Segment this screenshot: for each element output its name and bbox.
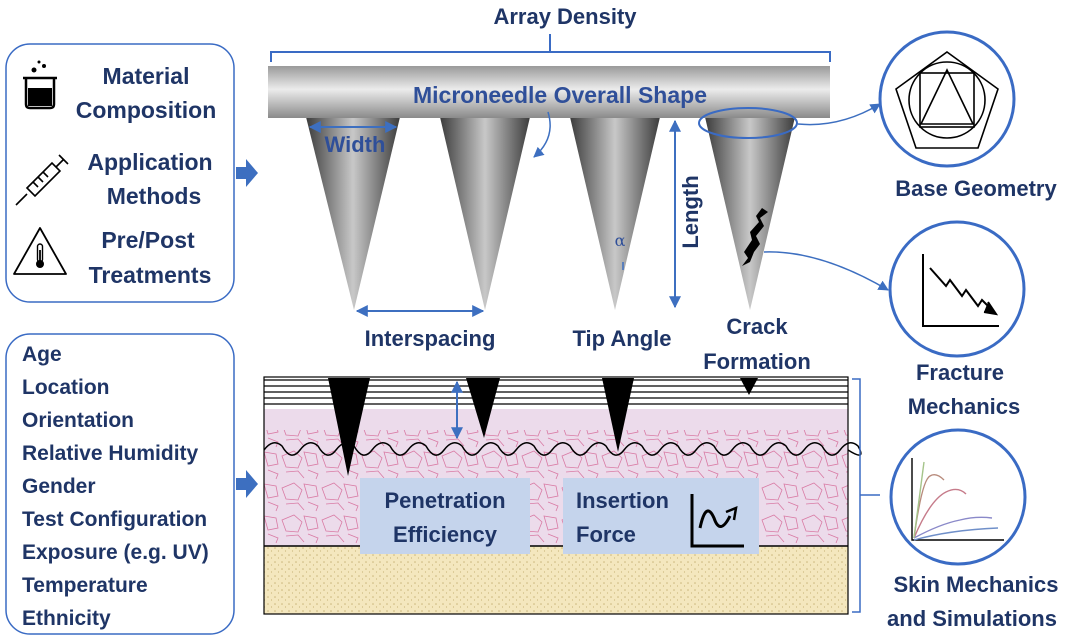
penetration-label: Penetration — [384, 488, 505, 513]
base-geometry-connector — [797, 103, 881, 126]
curves-plot-icon — [911, 458, 1004, 541]
factor-item: Temperature — [22, 574, 148, 597]
syringe-icon — [15, 154, 69, 206]
needle — [705, 117, 795, 310]
fracture-label: Fracture — [916, 360, 1004, 385]
factor-item: Exposure (e.g. UV) — [22, 541, 209, 564]
factors-bottom-box — [5, 333, 235, 635]
needle — [570, 117, 660, 310]
array-density-bracket — [270, 51, 831, 62]
width-label: Width — [325, 132, 386, 157]
insertion-label: Force — [576, 522, 636, 547]
beaker-icon — [23, 60, 57, 110]
tip-angle-label: Tip Angle — [573, 326, 672, 351]
skin-mechanics-circle — [889, 428, 1027, 566]
factor-item: Relative Humidity — [22, 442, 199, 465]
insertion-panel — [563, 478, 759, 554]
array-density-label: Array Density — [493, 4, 637, 29]
skin-mechanics-label: Skin Mechanics — [893, 572, 1058, 597]
penetration-panel — [360, 478, 530, 554]
factor-item: Age — [22, 343, 62, 366]
factor-item: Gender — [22, 475, 96, 498]
inserted-needle — [602, 378, 634, 452]
skin-bracket — [852, 378, 861, 613]
inserted-needle — [740, 378, 758, 395]
factor-label: Treatments — [89, 262, 212, 288]
interspacing-label: Interspacing — [365, 326, 496, 351]
factors-top-box — [5, 43, 235, 303]
needle — [440, 117, 530, 310]
factor-label: Methods — [107, 183, 202, 209]
overall-shape-label: Microneedle Overall Shape — [413, 82, 707, 108]
alpha-symbol: α — [615, 231, 626, 250]
microneedle-array — [268, 66, 830, 310]
factor-label: Composition — [76, 97, 217, 123]
fracture-graph-icon — [922, 254, 999, 327]
fracture-connector — [763, 251, 889, 291]
fracture-label: Mechanics — [908, 394, 1021, 419]
arrow-to-skin — [236, 470, 258, 498]
factor-label: Material — [103, 63, 190, 89]
skin-mechanics-label: and Simulations — [887, 606, 1057, 631]
overall-shape-pointer — [533, 111, 551, 158]
shapes-icon — [895, 51, 999, 149]
insertion-curve-icon — [690, 494, 744, 548]
crack-mark — [742, 208, 768, 266]
factor-item: Test Configuration — [22, 508, 207, 531]
skin-frame — [263, 376, 849, 615]
inserted-needle — [466, 378, 500, 438]
base-geometry-circle — [878, 30, 1016, 168]
length-label: Length — [678, 175, 703, 248]
factor-label: Application — [87, 149, 212, 175]
factor-item: Ethnicity — [22, 607, 111, 630]
needle — [306, 117, 400, 310]
crack-label: Formation — [703, 349, 811, 374]
base-highlight-ellipse — [698, 107, 798, 139]
skin-cross-section — [263, 376, 862, 615]
penetration-label: Efficiency — [393, 522, 498, 547]
thermometer-warning-icon — [13, 227, 67, 275]
insertion-label: Insertion — [576, 488, 669, 513]
factor-label: Pre/Post — [101, 227, 195, 253]
base-geometry-label: Base Geometry — [895, 176, 1057, 201]
factor-item: Location — [22, 376, 110, 399]
dermal-epidermal-junction — [263, 442, 862, 456]
factor-item: Orientation — [22, 409, 134, 432]
arrow-to-microneedle — [236, 159, 258, 187]
crack-label: Crack — [726, 314, 788, 339]
inserted-needle — [328, 378, 370, 476]
